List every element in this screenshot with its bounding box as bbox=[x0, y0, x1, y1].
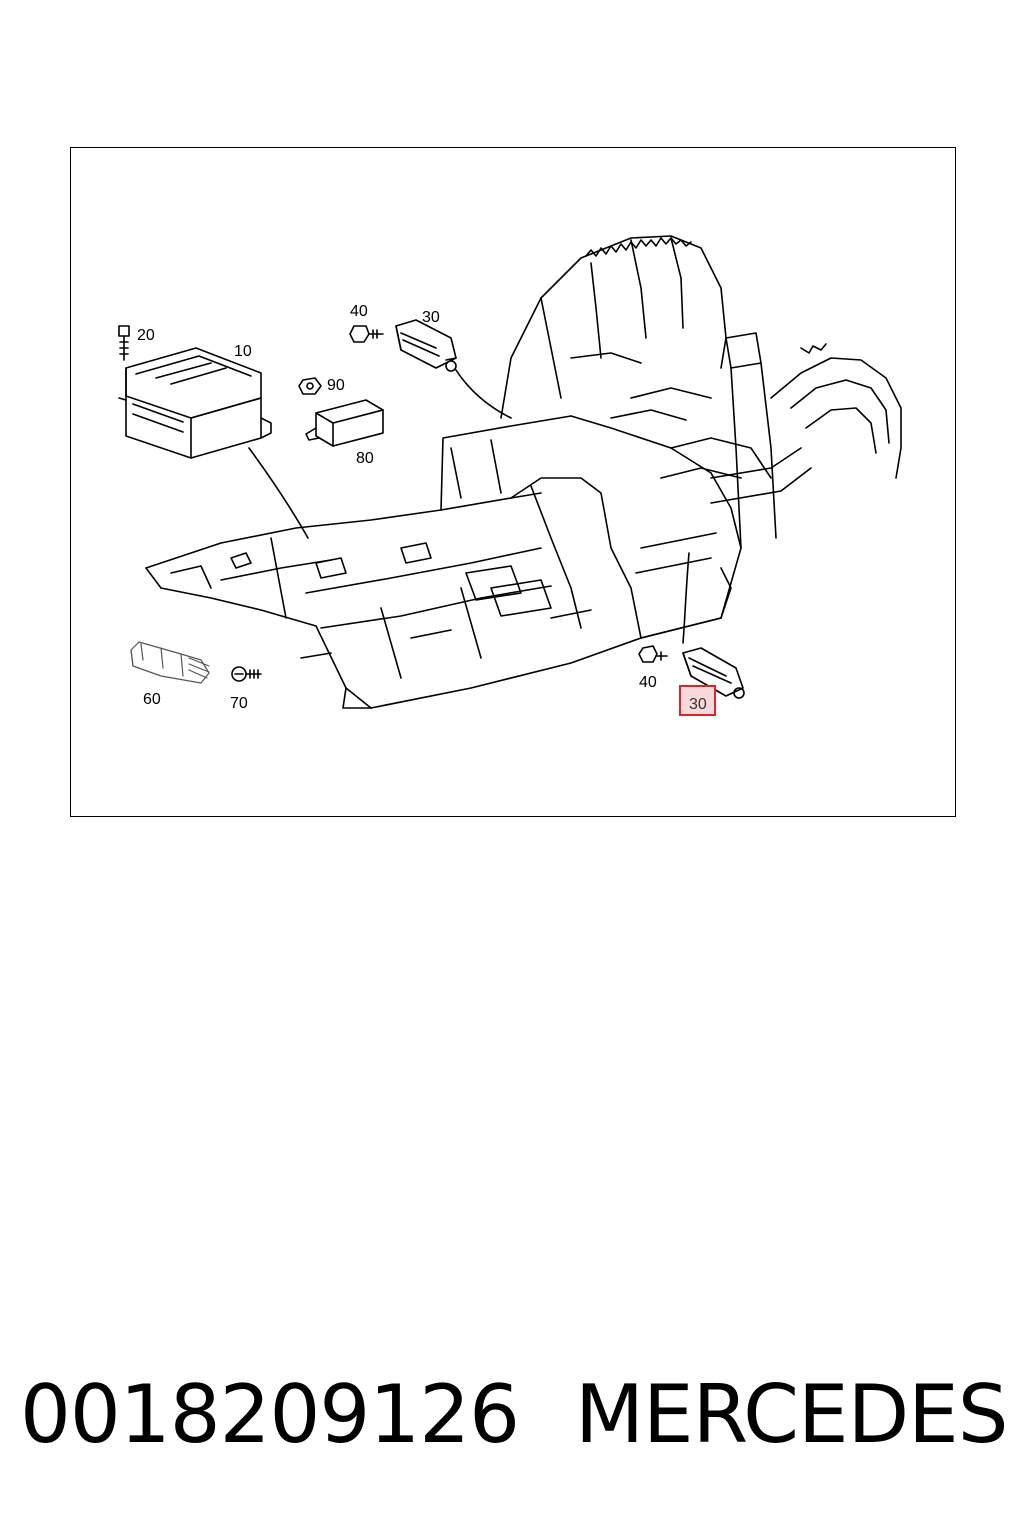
footer: 0018209126 MERCEDES bbox=[0, 1370, 1024, 1460]
screw-part-20 bbox=[118, 325, 130, 361]
callout-60: 60 bbox=[143, 691, 161, 708]
sensor-part-30-top bbox=[395, 319, 457, 372]
vehicle-floor-illustration bbox=[145, 415, 742, 709]
highlight-box[interactable] bbox=[679, 685, 716, 716]
callout-20: 20 bbox=[137, 327, 155, 344]
parts-diagram: 10 20 40 30 90 80 60 70 40 30 bbox=[70, 147, 956, 817]
callout-80: 80 bbox=[356, 450, 374, 467]
front-structure-illustration bbox=[500, 235, 902, 549]
diagram-drawing: 10 20 40 30 90 80 60 70 40 30 bbox=[118, 235, 902, 716]
control-module-part-10 bbox=[118, 347, 272, 459]
callout-40-bottom: 40 bbox=[639, 674, 657, 691]
bracket-part-80 bbox=[305, 399, 384, 447]
callout-90: 90 bbox=[327, 377, 345, 394]
sensor-part-30-bottom bbox=[682, 647, 745, 699]
nut-part-90 bbox=[298, 377, 322, 395]
callout-40-top: 40 bbox=[350, 303, 368, 320]
leader-line-30-bottom bbox=[682, 552, 690, 644]
brand-name: MERCEDES bbox=[575, 1368, 1009, 1461]
bolt-part-40-top bbox=[349, 325, 384, 343]
bolt-part-40-bottom bbox=[638, 645, 668, 663]
leader-line-10 bbox=[248, 447, 309, 539]
part-number: 0018209126 bbox=[20, 1368, 520, 1461]
callout-10: 10 bbox=[234, 343, 252, 360]
leader-line-30-top bbox=[455, 369, 512, 419]
callout-30-top: 30 bbox=[422, 309, 440, 326]
callout-70: 70 bbox=[230, 695, 248, 712]
connector-part-60 bbox=[130, 641, 210, 684]
screw-part-70 bbox=[231, 666, 262, 682]
callout-30-bottom-highlighted[interactable]: 30 bbox=[689, 696, 707, 713]
